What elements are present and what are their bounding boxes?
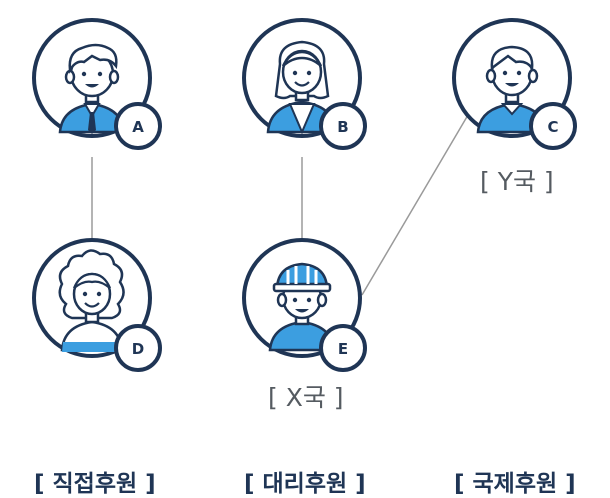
node-b	[242, 18, 367, 150]
badge-label-e: E	[338, 340, 348, 358]
badge-label-c: C	[547, 118, 558, 136]
man-tie-avatar	[58, 43, 126, 134]
region-label-x: [ X국 ]	[268, 383, 344, 412]
badge-label-d: D	[132, 340, 144, 358]
woman-avatar	[266, 40, 338, 135]
edge-e-c	[361, 114, 469, 296]
category-label-international: [ 국제후원 ]	[454, 471, 576, 497]
node-d	[32, 238, 162, 372]
curly-hair-woman-avatar	[58, 249, 125, 352]
node-a	[32, 18, 162, 150]
badge-label-b: B	[337, 118, 348, 136]
badge-label-a: A	[132, 118, 144, 136]
node-e	[242, 238, 367, 372]
man-avatar	[476, 45, 548, 134]
node-c	[452, 18, 577, 150]
category-label-proxy: [ 대리후원 ]	[244, 471, 366, 497]
region-label-y: [ Y국 ]	[480, 167, 554, 196]
hardhat-worker-avatar	[268, 262, 336, 352]
category-label-direct: [ 직접후원 ]	[34, 471, 156, 497]
